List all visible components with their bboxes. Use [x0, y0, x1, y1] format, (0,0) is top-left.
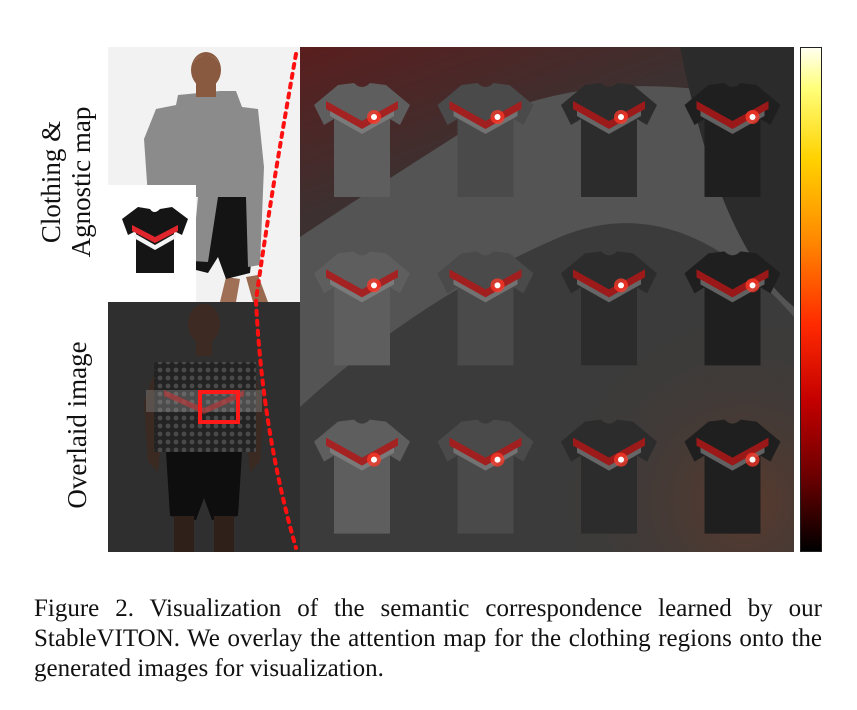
- attention-band: [573, 437, 645, 466]
- row-label-line-2: Agnostic map: [66, 106, 96, 258]
- shirt-stripe: [330, 447, 394, 471]
- agnostic-map-image: [108, 47, 300, 302]
- attention-peak: [371, 456, 377, 463]
- attention-cell-r1-c4: [684, 83, 781, 197]
- attention-cell-r2-c2: [437, 251, 534, 366]
- shirt-stripe: [453, 447, 518, 471]
- figure: Clothing & Agnostic map Overlaid image: [36, 47, 822, 552]
- attention-peak: [494, 114, 501, 120]
- attention-map-grid: [300, 47, 794, 552]
- attention-band: [573, 269, 645, 298]
- attention-band: [326, 101, 398, 129]
- colorbar: [800, 47, 822, 552]
- row-label-clothing-agnostic: Clothing & Agnostic map: [36, 62, 100, 302]
- shirt-stripe: [330, 111, 394, 134]
- attention-band: [449, 437, 522, 466]
- shirt-stripe: [453, 111, 518, 134]
- attention-cell-r1-c3: [561, 83, 657, 197]
- attention-cell-r2-c1: [314, 251, 410, 366]
- attention-map-image: [300, 47, 794, 552]
- overlaid-image: [108, 302, 300, 552]
- attention-band: [326, 437, 398, 466]
- attention-band: [696, 437, 769, 466]
- shirt-stripe: [330, 279, 394, 303]
- attention-peak: [749, 282, 756, 289]
- attention-cell-r2-c4: [684, 251, 781, 366]
- shirt-stripe: [577, 279, 641, 303]
- row-label-overlaid: Overlaid image: [62, 341, 92, 509]
- attention-band: [449, 269, 522, 298]
- shirt-stripe: [577, 111, 641, 134]
- attention-peak: [371, 282, 377, 289]
- attention-cell-r2-c3: [561, 251, 657, 366]
- attention-cell-r3-c1: [314, 419, 410, 534]
- row-label-line-1: Clothing &: [36, 120, 66, 244]
- attention-cell-r3-c4: [684, 419, 781, 534]
- figure-caption: Figure 2. Visualization of the semantic …: [34, 595, 822, 682]
- agnostic-map-panel: [108, 47, 300, 302]
- attention-peak: [371, 114, 377, 120]
- attention-peak: [618, 282, 624, 289]
- attention-cell-r1-c2: [437, 83, 534, 197]
- attention-band: [326, 269, 398, 298]
- overlaid-image-panel: [108, 302, 300, 552]
- attention-peak: [494, 282, 501, 289]
- attention-cell-r1-c1: [314, 83, 410, 197]
- attention-cell-r3-c3: [561, 419, 657, 534]
- attention-cells: [314, 83, 781, 534]
- shirt-stripe: [453, 279, 518, 303]
- shirt-stripe: [577, 447, 641, 471]
- attention-peak: [749, 114, 756, 120]
- attention-cell-r3-c2: [437, 419, 534, 534]
- attention-peak: [494, 456, 501, 463]
- attention-band: [573, 101, 645, 129]
- attention-peak: [618, 456, 624, 463]
- attention-peak: [618, 114, 624, 120]
- attention-band: [449, 101, 522, 129]
- attention-peak: [749, 456, 756, 463]
